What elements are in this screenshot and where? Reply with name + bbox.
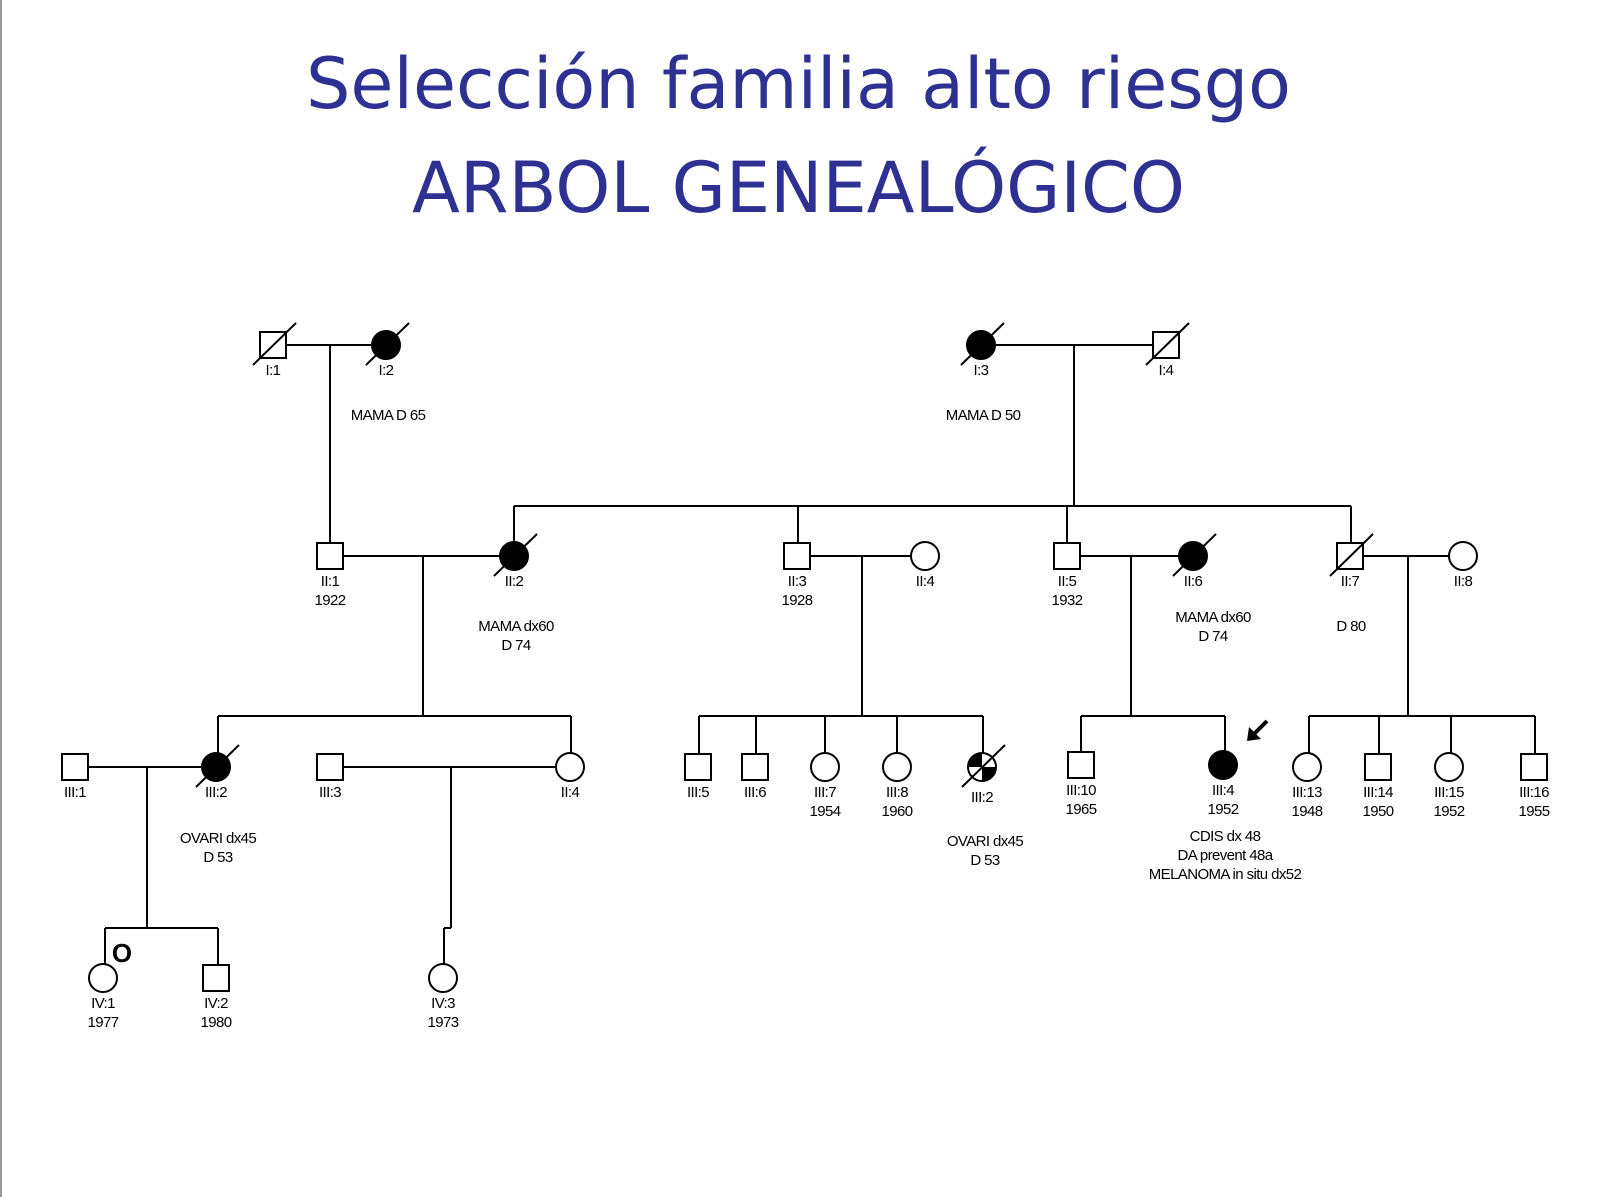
individual-i4-label-1: I:4 xyxy=(1159,362,1174,379)
individual-iii7-label-1: III:7 xyxy=(814,784,836,801)
annotation-a_ii7-line-1: D 80 xyxy=(1336,618,1366,635)
female-circle-iii4 xyxy=(1208,750,1238,780)
individual-iii2a-label-1: III:2 xyxy=(205,784,227,801)
individual-iv1-label-2: 1977 xyxy=(88,1014,119,1031)
individual-ii3-label-2: 1928 xyxy=(782,592,813,609)
individual-iii2b-label-1: III:2 xyxy=(971,789,993,806)
individual-iii15-label-2: 1952 xyxy=(1434,803,1465,820)
slide-title: Selección familia alto riesgo ARBOL GENE… xyxy=(0,32,1597,240)
annotation-a_iii4-line-1: CDIS dx 48 xyxy=(1190,828,1261,845)
deceased-slash-iii2a xyxy=(195,744,240,788)
individual-iv3-label-1: IV:3 xyxy=(431,995,455,1012)
individual-iii5-label-1: III:5 xyxy=(687,784,709,801)
female-circle-iii7 xyxy=(810,752,840,782)
quadrant-lower-right xyxy=(982,767,996,781)
individual-iv1-label-1: IV:1 xyxy=(91,995,115,1012)
male-square-iii16 xyxy=(1520,753,1548,781)
annotation-a_iii2a-line-1: OVARI dx45 xyxy=(180,830,257,847)
male-square-iii10 xyxy=(1067,751,1095,779)
proband-arrowhead-icon xyxy=(1247,727,1261,741)
annotation-a_ii2-line-1: MAMA dx60 xyxy=(478,618,554,635)
annotation-a_i3-line-1: MAMA D 50 xyxy=(946,407,1021,424)
slide-left-edge xyxy=(0,0,2,1197)
female-circle-iv1 xyxy=(88,963,118,993)
individual-ii1-label-2: 1922 xyxy=(315,592,346,609)
individual-iii14-label-2: 1950 xyxy=(1363,803,1394,820)
female-circle-iv3 xyxy=(428,963,458,993)
individual-iii16-label-1: III:16 xyxy=(1519,784,1549,801)
annotation-a_iii4-line-2: DA prevent 48a xyxy=(1177,847,1273,864)
individual-iii10-label-1: III:10 xyxy=(1066,782,1096,799)
individual-i1-label-1: I:1 xyxy=(266,362,281,379)
individual-ii8-label-1: II:8 xyxy=(1454,573,1473,590)
individual-ii1-label-1: II:1 xyxy=(321,573,340,590)
individual-iii13-label-2: 1948 xyxy=(1292,803,1323,820)
male-square-iv2 xyxy=(202,964,230,992)
annotation-a_ii6-line-2: D 74 xyxy=(1198,628,1228,645)
female-circle-iii13 xyxy=(1292,752,1322,782)
individual-iv2-label-2: 1980 xyxy=(201,1014,232,1031)
individual-i3-label-1: I:3 xyxy=(974,362,989,379)
individual-iii1-label-1: III:1 xyxy=(64,784,86,801)
individual-i2-label-1: I:2 xyxy=(379,362,394,379)
female-circle-ii8 xyxy=(1448,541,1478,571)
individual-iii4-label-1: III:4 xyxy=(1212,782,1234,799)
individual-iii6-label-1: III:6 xyxy=(744,784,766,801)
male-square-iii5 xyxy=(684,753,712,781)
deceased-slash-iii2b xyxy=(961,744,1006,788)
individual-iii10-label-2: 1965 xyxy=(1066,801,1097,818)
annotation-a_ii6-line-1: MAMA dx60 xyxy=(1175,609,1251,626)
annotation-a_i2-line-1: MAMA D 65 xyxy=(351,407,426,424)
individual-ii2-label-1: II:2 xyxy=(505,573,524,590)
individual-iii15-label-1: III:15 xyxy=(1434,784,1464,801)
annotation-a_iii2a-line-2: D 53 xyxy=(203,849,233,866)
individual-iii14-label-1: III:14 xyxy=(1363,784,1393,801)
title-line-2: ARBOL GENEALÓGICO xyxy=(411,147,1186,229)
male-square-iii14 xyxy=(1364,753,1392,781)
female-circle-ii4 xyxy=(910,541,940,571)
title-line-1: Selección familia alto riesgo xyxy=(306,43,1291,125)
female-circle-iii15 xyxy=(1434,752,1464,782)
deceased-slash-i4 xyxy=(1145,322,1190,366)
individual-ii5-label-1: II:5 xyxy=(1058,573,1077,590)
individual-iv2-label-1: IV:2 xyxy=(204,995,228,1012)
annotation-a_iii2b-line-2: D 53 xyxy=(970,852,1000,869)
individual-iv3-label-2: 1973 xyxy=(428,1014,459,1031)
male-square-ii5 xyxy=(1053,542,1081,570)
individual-ii3-label-1: II:3 xyxy=(788,573,807,590)
deceased-slash-ii2 xyxy=(493,533,538,577)
male-square-ii3 xyxy=(783,542,811,570)
individual-iii13-label-1: III:13 xyxy=(1292,784,1322,801)
individual-iii16-label-2: 1955 xyxy=(1519,803,1550,820)
quadrant-upper-left xyxy=(968,753,982,767)
annotation-a_ii2-line-2: D 74 xyxy=(501,637,531,654)
female-circle-iii8 xyxy=(882,752,912,782)
male-square-iii3 xyxy=(316,753,344,781)
individual-ii6-label-1: II:6 xyxy=(1184,573,1203,590)
deceased-slash-ii7 xyxy=(1329,533,1374,577)
male-square-iii1 xyxy=(61,753,89,781)
individual-ii4-label-1: II:4 xyxy=(916,573,935,590)
individual-ii4b-label-1: II:4 xyxy=(561,784,580,801)
individual-ii7-label-1: II:7 xyxy=(1341,573,1360,590)
deceased-slash-ii6 xyxy=(1172,533,1217,577)
individual-iii3-label-1: III:3 xyxy=(319,784,341,801)
individual-iii8-label-1: III:8 xyxy=(886,784,908,801)
individual-iii7-label-2: 1954 xyxy=(810,803,841,820)
annotation-a_iii2b-line-1: OVARI dx45 xyxy=(947,833,1024,850)
deceased-slash-i3 xyxy=(960,322,1005,366)
individual-ii5-label-2: 1932 xyxy=(1052,592,1083,609)
male-square-ii1 xyxy=(316,542,344,570)
deceased-slash-i1 xyxy=(252,322,297,366)
deceased-slash-i2 xyxy=(365,322,410,366)
individual-iii8-label-2: 1960 xyxy=(882,803,913,820)
female-circle-ii4b xyxy=(555,752,585,782)
individual-iii4-label-2: 1952 xyxy=(1208,801,1239,818)
marker-letter-o: O xyxy=(112,938,132,968)
male-square-iii6 xyxy=(741,753,769,781)
annotation-a_iii4-line-3: MELANOMA in situ dx52 xyxy=(1149,866,1302,883)
